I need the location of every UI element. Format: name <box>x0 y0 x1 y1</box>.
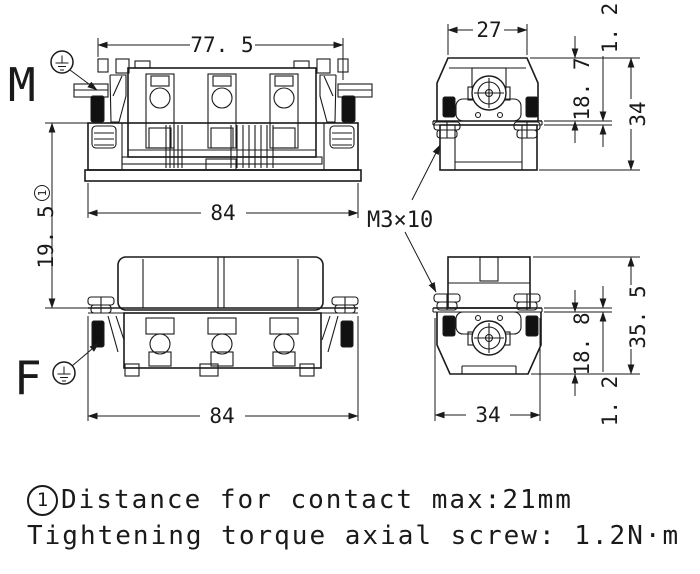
flange-screw-left <box>87 296 115 314</box>
dim-text-84-female: 84 <box>209 404 234 428</box>
flange-screw-left <box>433 293 461 311</box>
dim-text-18-8: 18. 8 <box>570 312 594 375</box>
contact-module <box>145 317 175 367</box>
dim-m-front-width: 84 <box>87 183 359 225</box>
seal-black-left <box>90 95 105 123</box>
dim-m-side-vertical: 18. 7 1. 2 34 <box>530 3 650 171</box>
contact-module <box>207 317 237 367</box>
dim-text-34-male: 34 <box>626 101 650 126</box>
female-side-view <box>432 256 543 375</box>
note-line-1: 1 Distance for contact max:21mm <box>27 482 680 518</box>
male-view-label: M <box>8 58 36 112</box>
center-screw <box>467 320 511 356</box>
leader-to-male-screw <box>411 144 441 201</box>
seal-black-right <box>340 320 354 348</box>
leader-to-female-screw <box>404 231 437 293</box>
connector-drawing-canvas: M F <box>8 3 650 428</box>
seal-black-right <box>525 96 539 118</box>
flange-screw-right <box>513 293 541 311</box>
flange-screw-right <box>513 121 541 139</box>
dim-text-18-7: 18. 7 <box>570 57 594 120</box>
dim-text-35-5: 35. 5 <box>626 285 650 348</box>
dim-text-1-2-female: 1. 2 <box>598 376 622 427</box>
dim-f-side-width: 34 <box>434 318 541 427</box>
female-front-view <box>87 256 359 377</box>
flange-screw-left <box>433 121 461 139</box>
reference-circle <box>34 185 50 201</box>
contact-module <box>145 73 175 149</box>
dim-contact-distance: 19. 5 1 <box>34 122 88 309</box>
thread-callout: M3×10 <box>367 144 441 293</box>
earth-ground-icon <box>50 50 98 91</box>
center-screw <box>467 75 511 111</box>
dim-text-84-male: 84 <box>210 201 235 225</box>
seal-black-right <box>525 315 539 337</box>
dim-text-77-5: 77. 5 <box>190 33 253 57</box>
dim-text-34-female: 34 <box>475 403 500 427</box>
reference-digit: 1 <box>36 190 49 197</box>
male-front-view <box>73 58 373 182</box>
dim-m-side-width: 27 <box>447 18 528 55</box>
male-side-view <box>432 57 543 171</box>
dim-text-19-5: 19. 5 <box>34 205 58 268</box>
note-line-1-text: Distance for contact max:21mm <box>61 485 573 515</box>
female-view-label: F <box>14 351 42 405</box>
dim-text-27: 27 <box>476 18 501 42</box>
panhead-screw <box>329 125 355 149</box>
contact-module <box>207 73 237 149</box>
right-latch-assembly <box>316 58 373 149</box>
left-latch-assembly <box>73 58 130 149</box>
seal-black-left <box>91 320 105 348</box>
note-line-2-text: Tightening torque axial screw: 1.2N·m <box>27 521 681 551</box>
seal-black-left <box>442 96 456 118</box>
flange-screw-right <box>331 296 359 314</box>
thread-callout-text: M3×10 <box>367 208 433 233</box>
circled-one-icon: 1 <box>27 484 58 516</box>
dim-m-front-top-width: 77. 5 <box>97 33 344 80</box>
dim-f-side-vertical: 18. 8 1. 2 35. 5 <box>531 256 650 427</box>
housing-hatch-right <box>230 125 274 168</box>
drawing-notes: 1 Distance for contact max:21mm Tighteni… <box>27 482 680 554</box>
earth-ground-icon <box>52 342 100 385</box>
contact-module <box>269 73 299 149</box>
dim-text-1-2-male: 1. 2 <box>598 3 622 54</box>
note-line-2: Tightening torque axial screw: 1.2N·m <box>27 518 680 554</box>
contact-module <box>269 317 299 367</box>
dim-f-front-width: 84 <box>87 316 359 428</box>
panhead-screw <box>91 125 117 149</box>
seal-black-right <box>341 95 356 123</box>
seal-black-left <box>442 315 456 337</box>
